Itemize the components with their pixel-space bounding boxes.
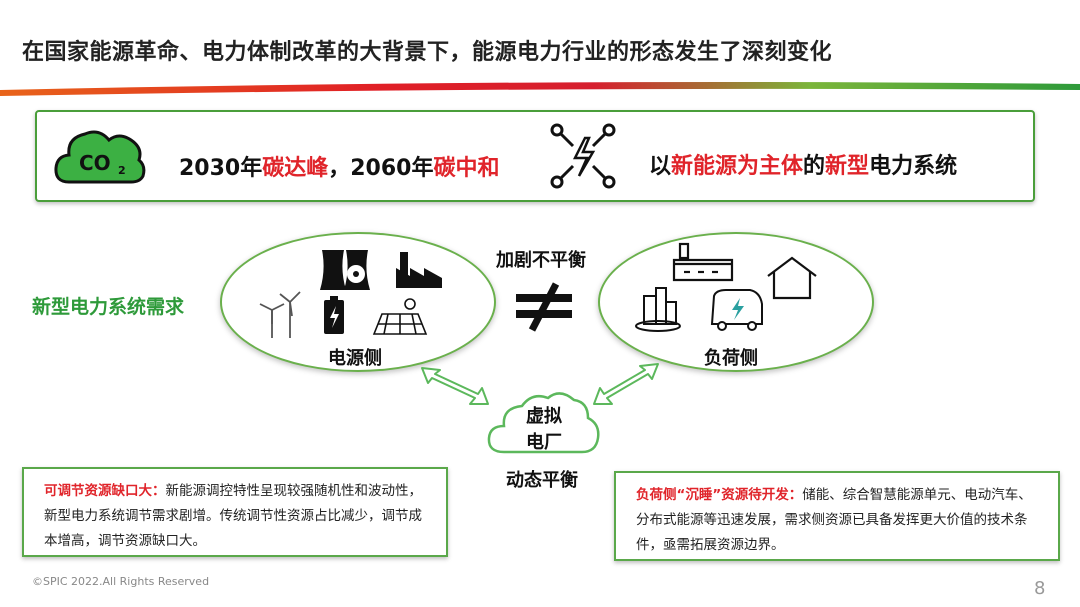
carbon-goal-text: 2030年碳达峰，2060年碳中和 <box>179 156 500 181</box>
copyright-footer: ©SPIC 2022.All Rights Reserved <box>32 575 210 588</box>
supply-side-icons <box>259 250 442 338</box>
page-title: 在国家能源革命、电力体制改革的大背景下，能源电力行业的形态发生了深刻变化 <box>22 40 833 65</box>
dynamic-balance-label: 动态平衡 <box>506 470 578 491</box>
supply-side-label: 电源侧 <box>328 348 382 369</box>
new-power-system-text: 以新能源为主体的新型电力系统 <box>649 154 958 179</box>
demand-side-label: 负荷侧 <box>704 348 758 369</box>
not-equal-icon <box>516 282 572 332</box>
left-note-box: 可调节资源缺口大：新能源调控特性呈现较强随机性和波动性，新型电力系统调节需求剧增… <box>22 467 448 557</box>
house-icon <box>767 256 817 300</box>
buildings-icon <box>635 287 681 332</box>
supply-vpp-arrow-icon <box>421 367 489 405</box>
title-gradient-bar <box>0 82 1080 96</box>
electric-vehicle-icon <box>710 289 763 331</box>
power-network-icon <box>550 123 616 189</box>
right-note-body: 储能、综合智慧能源单元、电动汽车、分布式能源等迅速发展，需求侧资源已具备发挥更大… <box>636 487 1032 553</box>
wind-turbine-icon <box>259 291 301 338</box>
imbalance-label: 加剧不平衡 <box>496 250 586 271</box>
goal-banner: CO 2 2030年碳达峰，2060年碳中和 以新能源为主体的新型电力系统 <box>35 110 1035 202</box>
nuclear-plant-icon <box>320 250 370 290</box>
battery-icon <box>324 296 344 334</box>
solar-panel-icon <box>372 298 428 335</box>
right-note-box: 负荷侧“沉睡”资源待开发：储能、综合智慧能源单元、电动汽车、分布式能源等迅速发展… <box>614 471 1060 561</box>
thermal-plant-icon <box>396 252 442 288</box>
right-note-head: 负荷侧“沉睡”资源待开发： <box>636 487 803 503</box>
page-number: 8 <box>1034 578 1046 599</box>
side-label: 新型电力系统需求 <box>32 296 185 318</box>
co2-cloud-icon: CO 2 <box>54 130 146 184</box>
vpp-label-line1: 虚拟 <box>526 406 562 427</box>
demand-side-icons <box>635 242 817 332</box>
factory-icon <box>672 242 734 282</box>
left-note-head: 可调节资源缺口大： <box>44 483 166 499</box>
virtual-power-plant-cloud <box>487 392 600 454</box>
svg-text:2: 2 <box>118 164 126 177</box>
svg-text:CO: CO <box>79 151 111 175</box>
demand-vpp-arrow-icon <box>593 363 659 405</box>
vpp-label-line2: 电厂 <box>526 432 562 453</box>
left-note-body: 新能源调控特性呈现较强随机性和波动性，新型电力系统调节需求剧增。传统调节性资源占… <box>44 483 422 549</box>
